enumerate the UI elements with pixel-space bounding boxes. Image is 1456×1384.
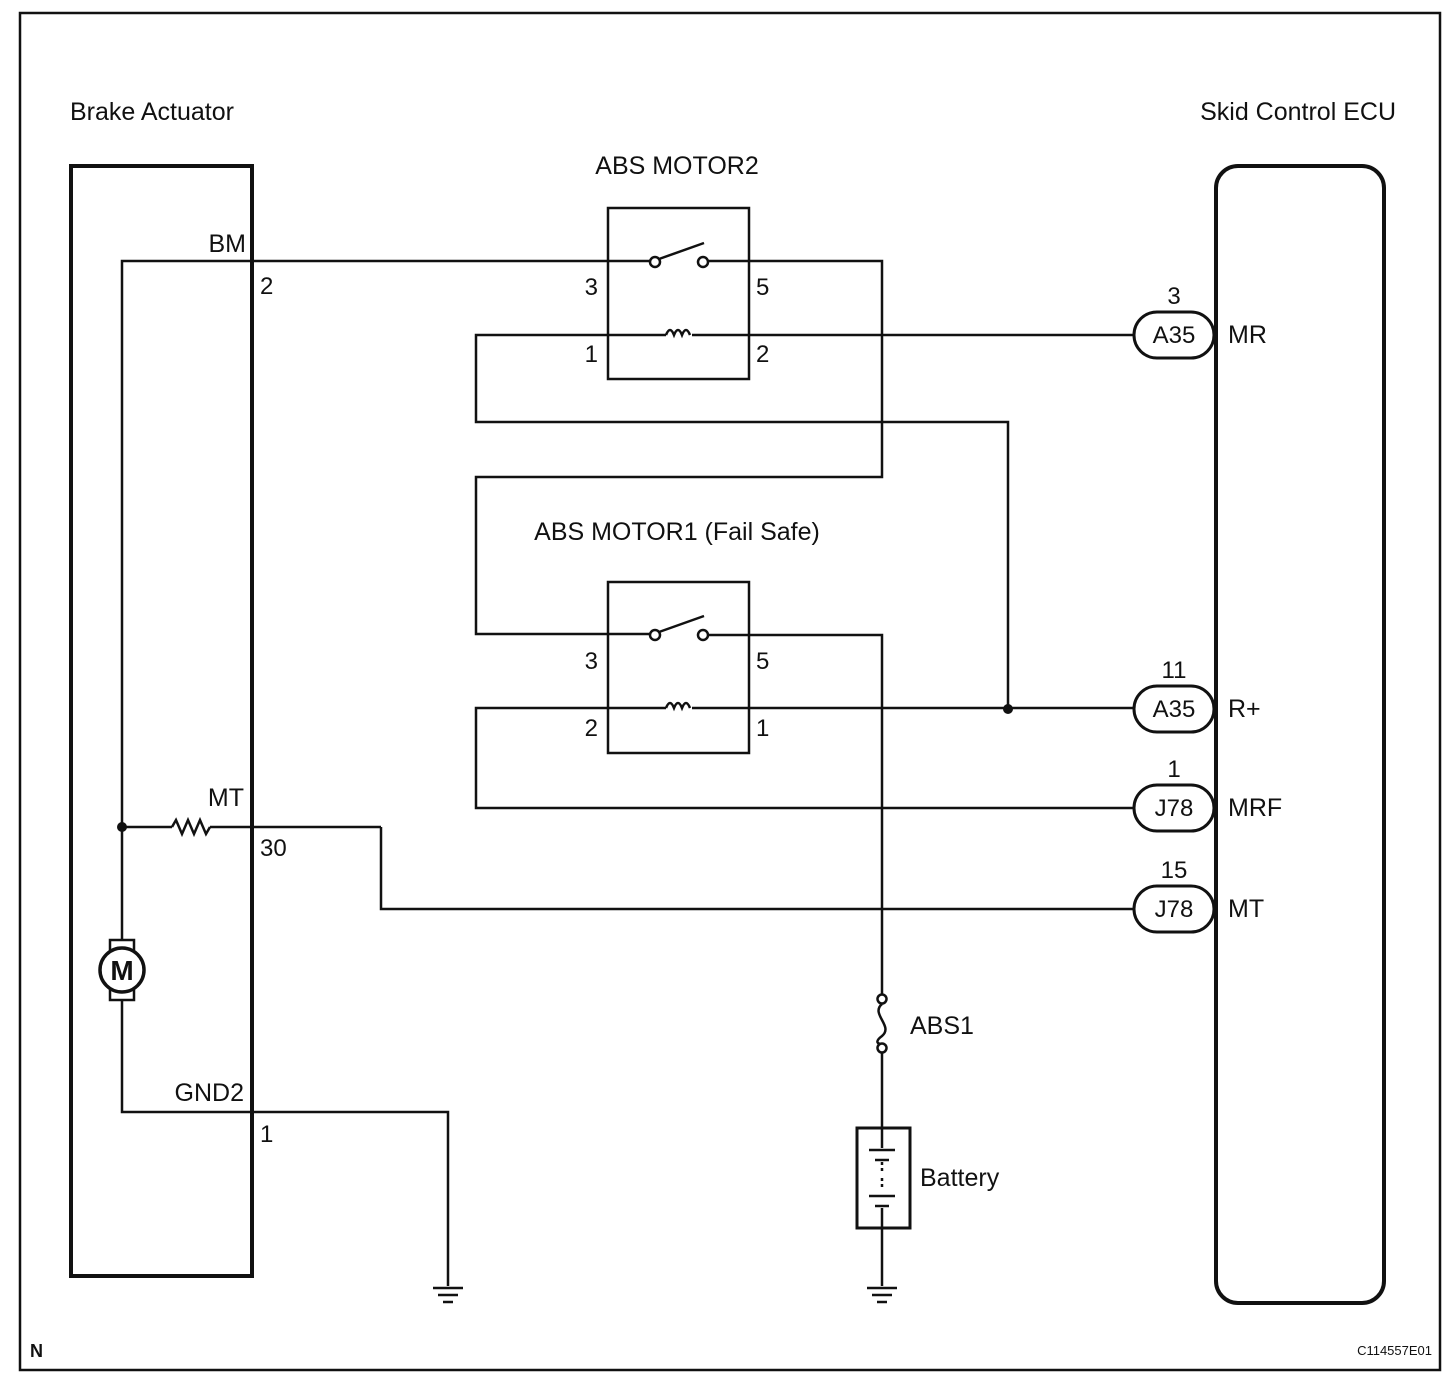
relay-motor1-box (606, 580, 751, 755)
figure-code: C114557E01 (1357, 1343, 1432, 1358)
relay2-pin-3: 3 (585, 274, 598, 301)
corner-letter: N (30, 1341, 43, 1361)
ground-icon (433, 1286, 463, 1304)
connector-pin: 3 (1167, 283, 1180, 310)
ground-icon (867, 1286, 897, 1304)
connector-pin: 11 (1162, 657, 1187, 684)
terminal-mt-label: MT (208, 784, 244, 812)
motor-icon: M (98, 938, 146, 1002)
connector-signal: R+ (1228, 695, 1261, 723)
relay-motor1-label: ABS MOTOR1 (Fail Safe) (534, 518, 820, 546)
connector-pin: 1 (1167, 756, 1180, 783)
relay-switch-icon (648, 241, 710, 269)
wire-bm (120, 259, 884, 823)
wire-gnd2 (120, 1000, 450, 1286)
relay-switch-icon (648, 614, 710, 642)
relay-motor2-label: ABS MOTOR2 (595, 152, 758, 180)
motor-label: M (110, 955, 133, 986)
wire-relay1-coil (474, 706, 1134, 810)
junction-dot (1003, 704, 1013, 714)
connector-id: J78 (1155, 896, 1194, 923)
relay-coil-icon (664, 328, 692, 339)
fuse-label: ABS1 (910, 1012, 974, 1040)
skid-control-ecu-label: Skid Control ECU (1200, 98, 1396, 126)
battery-icon (855, 1126, 912, 1230)
terminal-bm-label: BM (209, 230, 247, 258)
relay1-pin-1: 1 (756, 715, 769, 742)
fuse-icon (876, 993, 888, 1054)
diagram-frame (18, 11, 1442, 1372)
relay-coil-icon (664, 701, 692, 712)
ecu-connector-mrf: J78 1 MRF (1132, 756, 1282, 833)
brake-actuator-label: Brake Actuator (70, 98, 234, 126)
wire-relay1-to-fuse (708, 633, 884, 995)
relay2-pin-1: 1 (585, 341, 598, 368)
resistor-icon (170, 816, 212, 838)
wire-relay2-coil (474, 333, 1134, 709)
relay1-pin-5: 5 (756, 648, 769, 675)
connector-signal: MR (1228, 321, 1267, 349)
relay2-pin-5: 5 (756, 274, 769, 301)
terminal-gnd2-label: GND2 (175, 1079, 244, 1107)
ecu-connector-mt: J78 15 MT (1132, 857, 1264, 934)
terminal-mt-pin: 30 (260, 835, 287, 862)
relay1-pin-3: 3 (585, 648, 598, 675)
brake-actuator-box (69, 164, 254, 1278)
connector-signal: MT (1228, 895, 1264, 923)
ecu-connector-r-plus: A35 11 R+ (1132, 657, 1261, 734)
skid-control-ecu-box (1214, 164, 1386, 1305)
terminal-gnd2-pin: 1 (260, 1121, 273, 1148)
relay1-pin-2: 2 (585, 715, 598, 742)
terminal-bm-pin: 2 (260, 273, 273, 300)
connector-pin: 15 (1161, 857, 1188, 884)
relay2-pin-2: 2 (756, 341, 769, 368)
wire-mt (122, 825, 1134, 911)
battery-label: Battery (920, 1164, 1000, 1192)
connector-id: A35 (1153, 322, 1196, 349)
connector-signal: MRF (1228, 794, 1282, 822)
connector-id: A35 (1153, 696, 1196, 723)
ecu-connector-mr: A35 3 MR (1132, 283, 1267, 360)
relay-motor2-box (606, 206, 751, 381)
connector-id: J78 (1155, 795, 1194, 822)
